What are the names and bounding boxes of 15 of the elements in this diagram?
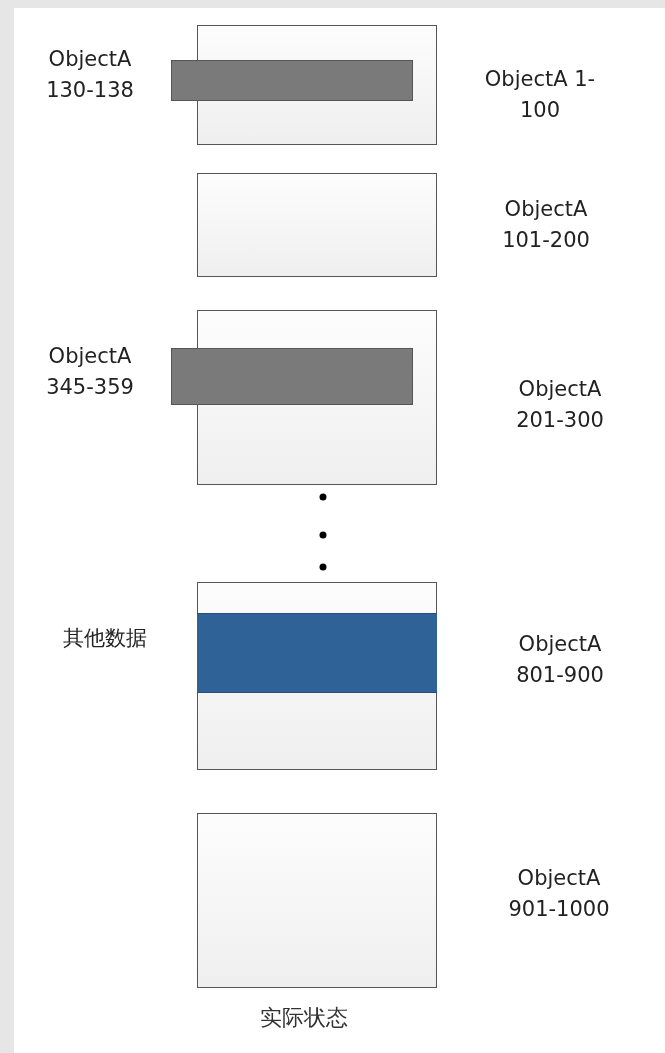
range-label: ObjectA 101-200 [501, 196, 591, 254]
range-label: 其他数据 [62, 625, 148, 652]
caption: 实际状态 [258, 1004, 349, 1032]
memory-block [197, 813, 437, 988]
data-bar [171, 348, 413, 405]
data-band [196, 612, 437, 693]
range-label: ObjectA 130-138 [45, 46, 135, 104]
data-bar [171, 60, 413, 101]
range-label: ObjectA 1-100 [483, 66, 597, 124]
memory-block [197, 582, 437, 770]
range-label: ObjectA 345-359 [45, 343, 135, 401]
range-label: ObjectA 901-1000 [507, 865, 611, 923]
memory-block [197, 173, 437, 277]
range-label: ObjectA 201-300 [515, 376, 605, 434]
range-label: ObjectA 801-900 [515, 631, 605, 689]
